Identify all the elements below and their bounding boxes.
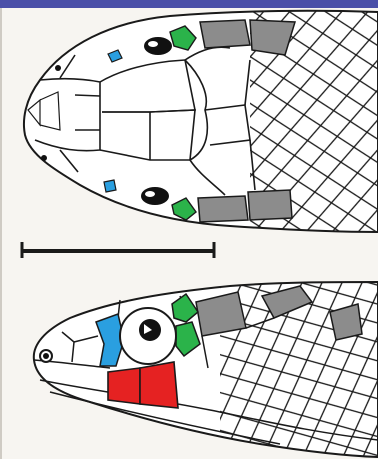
dorsal-nostril-upper bbox=[55, 65, 61, 71]
lateral-view bbox=[34, 280, 378, 459]
lateral-nostril-inner bbox=[43, 353, 49, 359]
lateral-supralabial-1 bbox=[108, 368, 140, 404]
dorsal-nostril-lower bbox=[41, 155, 47, 161]
lateral-supralabial-2 bbox=[140, 362, 178, 408]
dorsal-eye-upper-highlight bbox=[148, 41, 158, 47]
scale-bar bbox=[22, 242, 214, 258]
dorsal-preocular-lower bbox=[104, 180, 116, 192]
dorsal-eye-lower bbox=[141, 187, 169, 205]
dorsal-temporal-scale-lower-2 bbox=[248, 190, 292, 220]
dorsal-eye-lower-highlight bbox=[145, 191, 155, 197]
dorsal-view bbox=[24, 0, 378, 240]
dorsal-eye-upper bbox=[144, 37, 172, 55]
dorsal-temporal-scale-upper bbox=[200, 20, 250, 48]
dorsal-temporal-scale-lower bbox=[198, 196, 248, 222]
